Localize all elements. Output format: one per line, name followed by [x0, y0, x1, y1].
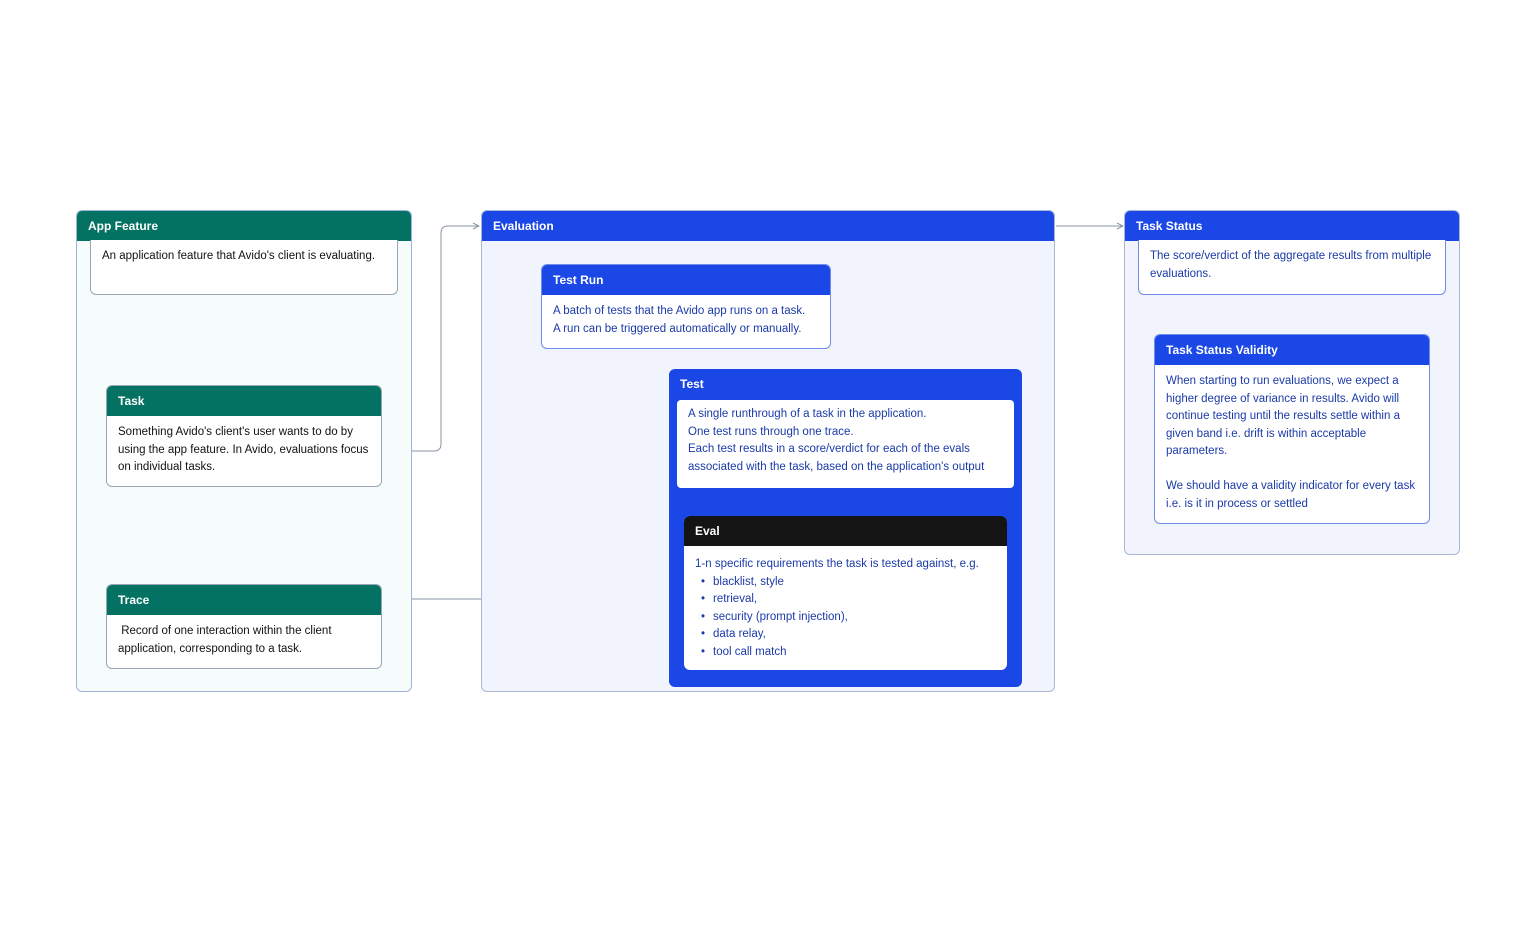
test-run-description: A batch of tests that the Avido app runs…	[542, 295, 830, 348]
eval-requirement-item: blacklist, style	[695, 574, 996, 592]
task-status-description-text: The score/verdict of the aggregate resul…	[1150, 250, 1432, 280]
test-card[interactable]: Test A single runthrough of a task in th…	[669, 369, 1022, 687]
eval-requirement-item: tool call match	[695, 644, 996, 662]
app-feature-description-text: An application feature that Avido's clie…	[102, 250, 376, 262]
app-feature-description: An application feature that Avido's clie…	[90, 240, 398, 295]
app-feature-title: App Feature	[77, 211, 411, 241]
task-description: Something Avido's client's user wants to…	[118, 426, 369, 473]
eval-intro: 1-n specific requirements the task is te…	[695, 558, 979, 570]
eval-requirement-item: security (prompt injection),	[695, 609, 996, 627]
trace-card[interactable]: Trace Record of one interaction within t…	[106, 584, 382, 669]
test-run-line: A run can be triggered automatically or …	[553, 322, 802, 335]
validity-paragraph-2: We should have a validity indicator for …	[1166, 480, 1416, 510]
test-line: One test runs through one trace.	[688, 425, 854, 438]
eval-requirement-item: data relay,	[695, 626, 996, 644]
test-title: Test	[680, 377, 704, 391]
eval-description: 1-n specific requirements the task is te…	[684, 546, 1007, 670]
task-status-validity-description: When starting to run evaluations, we exp…	[1155, 365, 1429, 523]
task-title: Task	[107, 386, 381, 416]
trace-description: Record of one interaction within the cli…	[118, 625, 335, 655]
paragraph-spacer	[1166, 461, 1418, 479]
test-run-card[interactable]: Test Run A batch of tests that the Avido…	[541, 264, 831, 349]
task-status-description: The score/verdict of the aggregate resul…	[1138, 240, 1446, 295]
test-run-line: A batch of tests that the Avido app runs…	[553, 305, 806, 317]
test-description: A single runthrough of a task in the app…	[677, 400, 1014, 488]
task-card[interactable]: Task Something Avido's client's user wan…	[106, 385, 382, 487]
test-line: A single runthrough of a task in the app…	[688, 408, 927, 420]
trace-title: Trace	[107, 585, 381, 615]
eval-card[interactable]: Eval 1-n specific requirements the task …	[684, 516, 1007, 670]
task-status-title: Task Status	[1125, 211, 1459, 241]
evaluation-title: Evaluation	[482, 211, 1054, 241]
eval-requirements-list: blacklist, style retrieval, security (pr…	[695, 574, 996, 662]
task-status-validity-title: Task Status Validity	[1155, 335, 1429, 365]
eval-title: Eval	[684, 516, 1007, 546]
task-status-validity-card[interactable]: Task Status Validity When starting to ru…	[1154, 334, 1430, 524]
eval-requirement-item: retrieval,	[695, 591, 996, 609]
test-line: Each test results in a score/verdict for…	[688, 443, 985, 473]
test-run-title: Test Run	[542, 265, 830, 295]
validity-paragraph-1: When starting to run evaluations, we exp…	[1166, 375, 1400, 457]
